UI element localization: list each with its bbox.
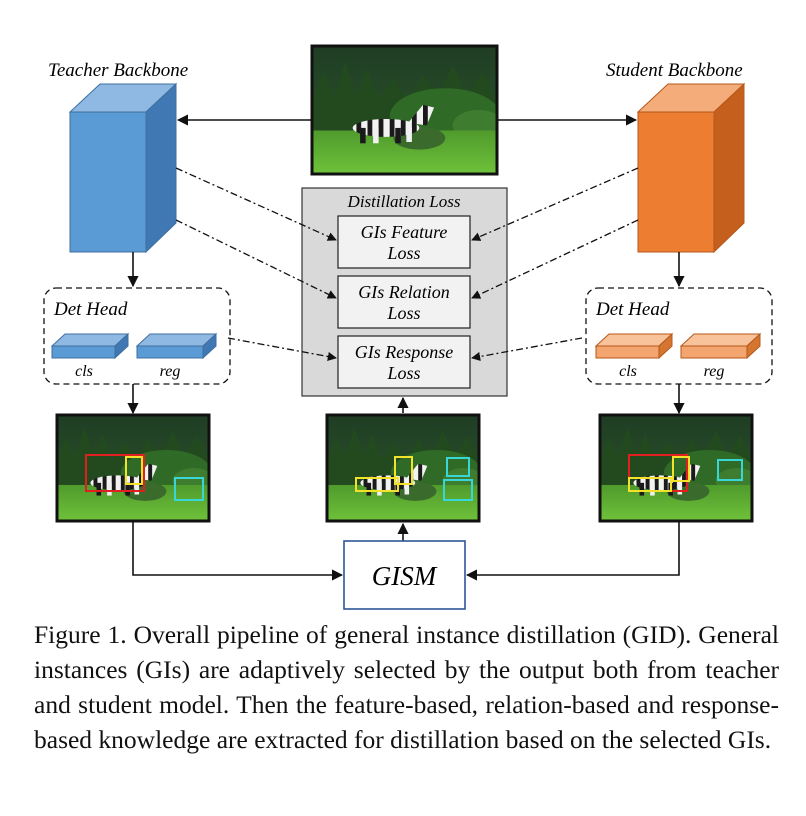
teacher-output-image (55, 413, 211, 523)
gis-feature-loss: GIs Feature Loss (337, 215, 471, 269)
gis-relation-loss: GIs Relation Loss (337, 275, 471, 329)
teacher-det-head-title: Det Head (53, 299, 128, 320)
student-backbone-label: Student Backbone (606, 60, 743, 81)
gism-module: GISM (343, 540, 466, 610)
distillation-loss-panel: Distillation Loss GIs Feature Loss GIs R… (301, 187, 508, 397)
pipeline-diagram: Teacher Backbone Student Backbone Distil… (43, 44, 773, 610)
teacher-det-head: Det Head cls reg (43, 287, 231, 385)
distillation-loss-title: Distillation Loss (347, 192, 461, 211)
student-output-image (598, 413, 754, 523)
gism-label: GISM (372, 561, 438, 591)
selected-gis-image (325, 413, 481, 523)
student-reg-label: reg (704, 363, 725, 380)
gis-response-loss: GIs Response Loss (337, 335, 471, 389)
teacher-reg-label: reg (160, 363, 181, 380)
relation-loss-line2: Loss (386, 303, 420, 323)
response-loss-line2: Loss (386, 363, 420, 383)
teacher-backbone (68, 82, 178, 254)
figure-caption: Figure 1. Overall pipeline of general in… (34, 620, 779, 754)
student-backbone (636, 82, 746, 254)
feature-loss-line2: Loss (386, 243, 420, 263)
feature-loss-line1: GIs Feature (361, 222, 448, 242)
student-det-head: Det Head cls reg (585, 287, 773, 385)
relation-loss-line1: GIs Relation (358, 282, 450, 302)
teacher-cls-label: cls (75, 363, 93, 380)
student-cls-label: cls (619, 363, 637, 380)
response-loss-line1: GIs Response (355, 342, 453, 362)
teacher-backbone-label: Teacher Backbone (48, 60, 188, 81)
input-image (310, 44, 499, 176)
student-det-head-title: Det Head (595, 299, 670, 320)
